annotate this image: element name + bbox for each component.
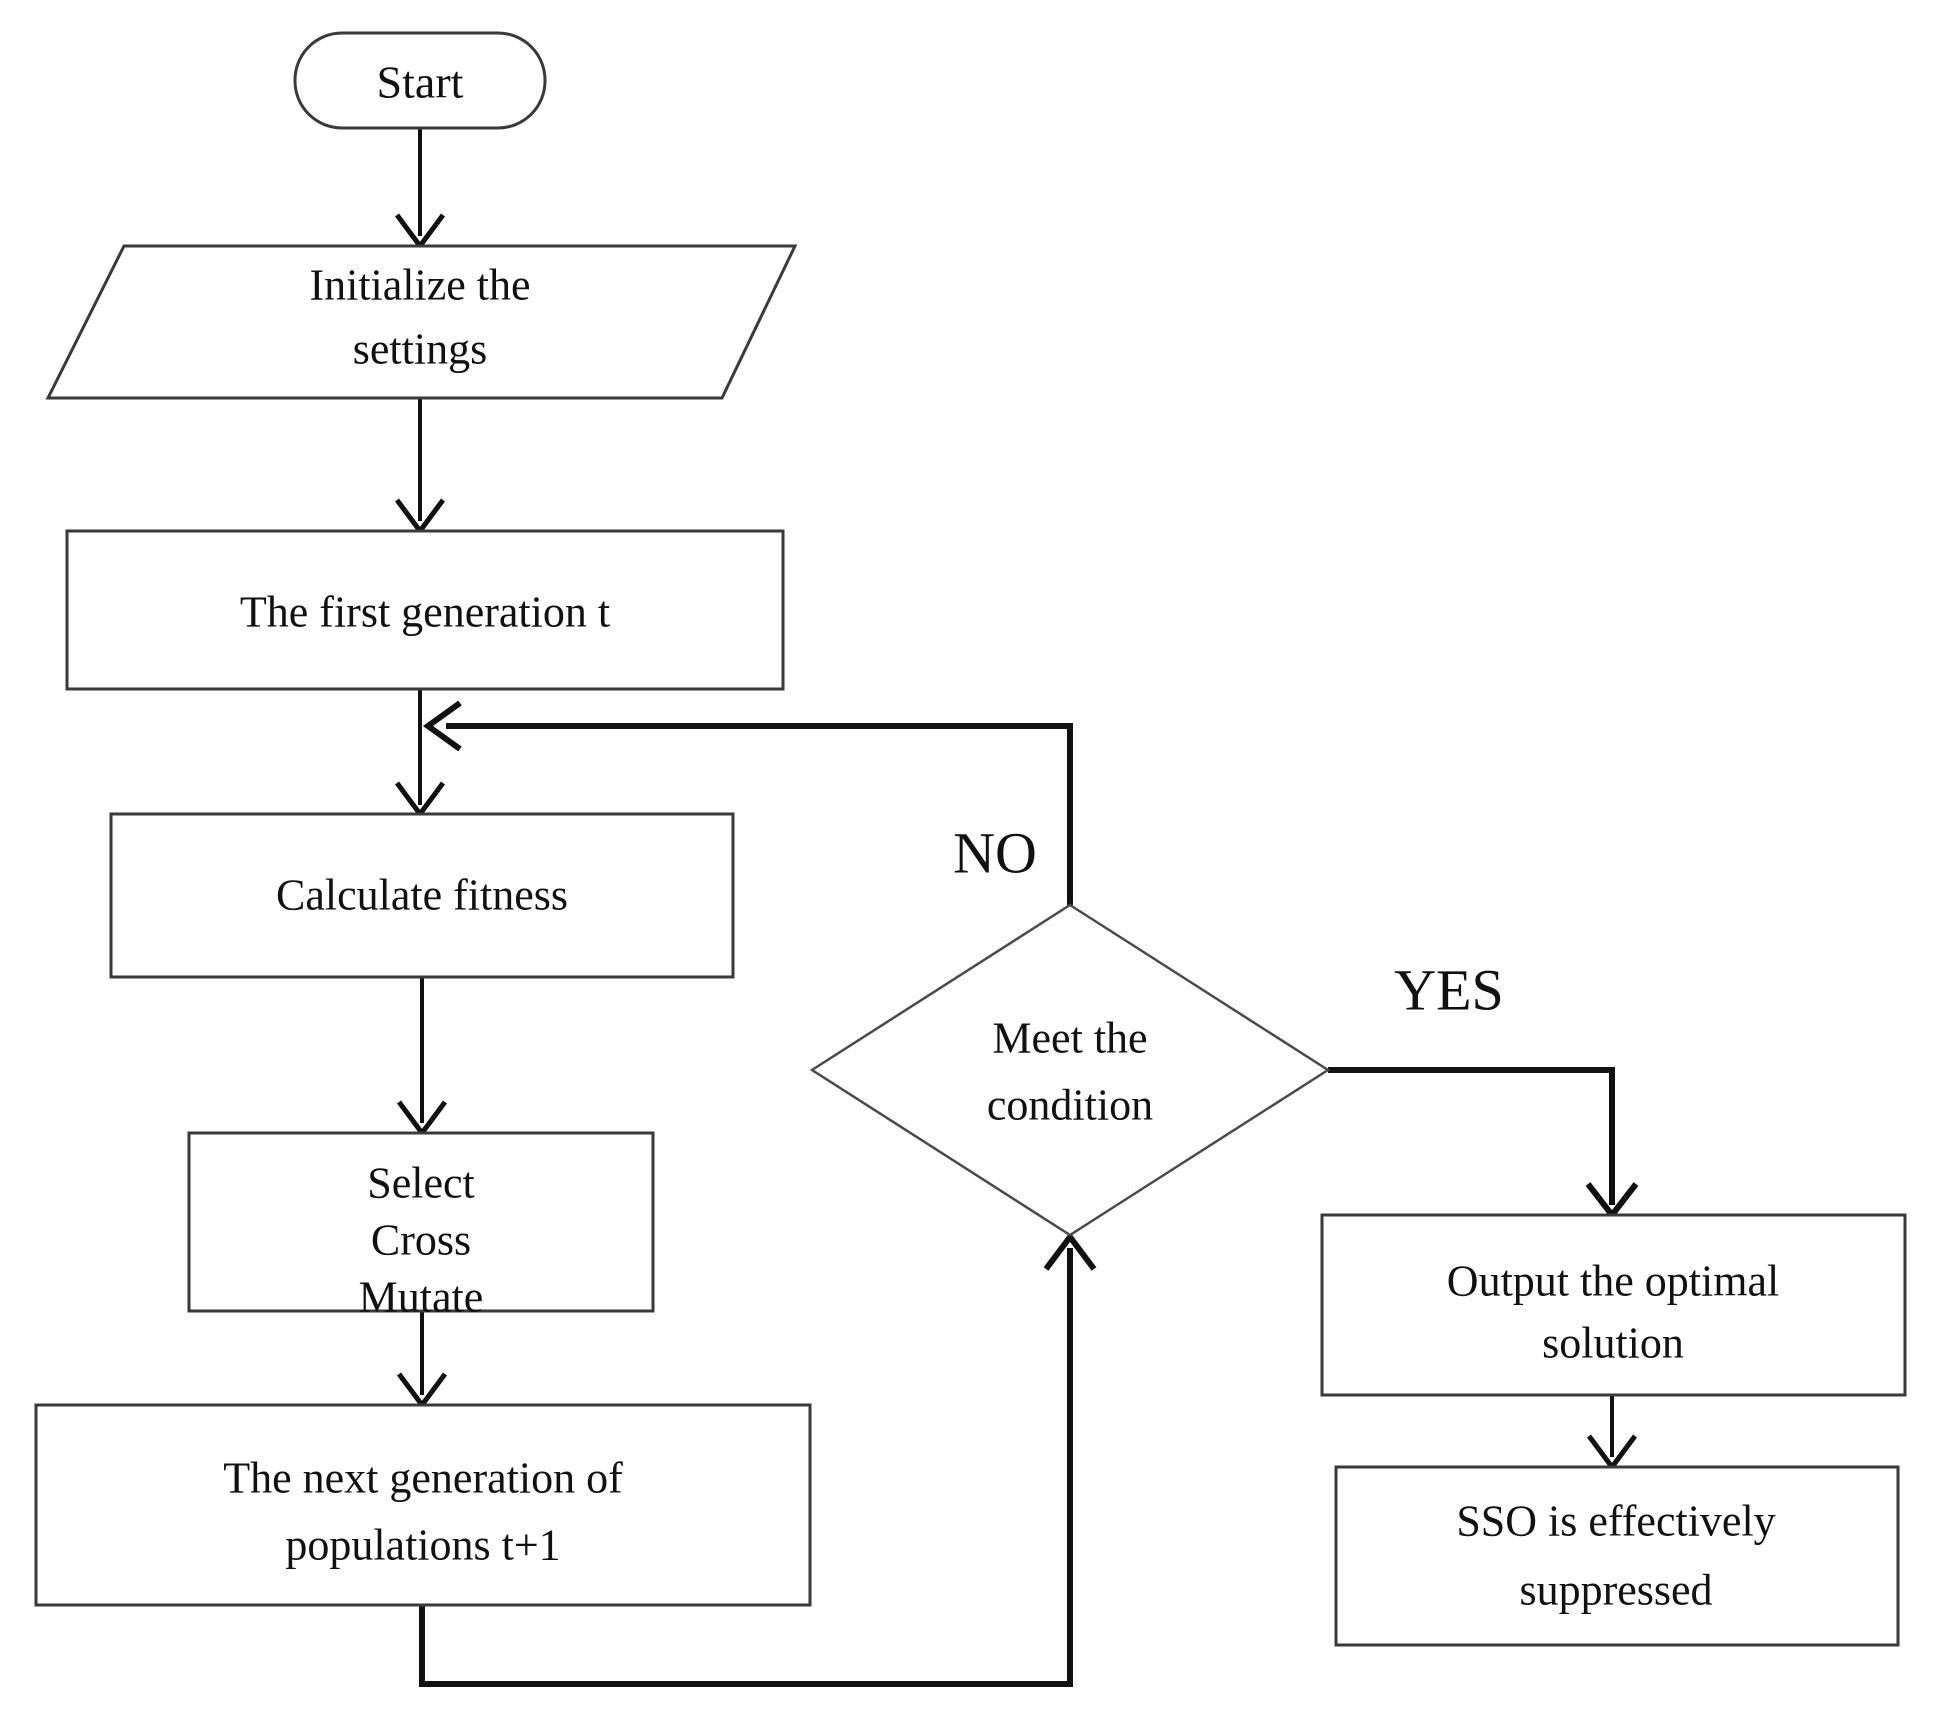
condition-label-line1: Meet the — [992, 1014, 1147, 1063]
next-generation-label-line1: The next generation of — [223, 1454, 623, 1503]
mutate-label: Mutate — [359, 1273, 484, 1322]
condition-label-line2: condition — [987, 1081, 1153, 1130]
sso-suppressed-label-line1: SSO is effectively — [1456, 1497, 1775, 1546]
edge-no-feedback — [446, 723, 1073, 905]
sso-suppressed-node — [1334, 1465, 1900, 1647]
next-generation-node — [34, 1403, 812, 1607]
output-solution-label-line1: Output the optimal — [1447, 1257, 1779, 1306]
initialize-settings-label-line1: Initialize the — [309, 261, 530, 310]
yes-branch-label: YES — [1394, 958, 1504, 1023]
start-label: Start — [377, 57, 464, 108]
sso-suppressed-label-line2: suppressed — [1519, 1566, 1712, 1615]
condition-node — [809, 903, 1331, 1237]
next-generation-label-line2: populations t+1 — [285, 1521, 560, 1570]
no-branch-label: NO — [953, 821, 1037, 886]
edge-yes-output — [1328, 1067, 1615, 1205]
cross-label: Cross — [371, 1216, 471, 1265]
select-label: Select — [367, 1159, 475, 1208]
output-solution-label-line2: solution — [1542, 1319, 1684, 1368]
initialize-settings-node — [45, 244, 798, 400]
start-node — [293, 31, 547, 130]
arrowhead-up-condition-icon — [1043, 1232, 1097, 1271]
first-generation-label: The first generation t — [240, 588, 610, 637]
select-cross-mutate-node — [187, 1131, 655, 1313]
arrowhead-left-junction-icon — [422, 700, 462, 752]
output-solution-node — [1320, 1213, 1907, 1397]
initialize-settings-label-line2: settings — [353, 325, 487, 374]
edge-loop-to-condition — [419, 1248, 1073, 1687]
calculate-fitness-node — [109, 812, 735, 979]
first-generation-node — [65, 529, 785, 691]
calculate-fitness-label: Calculate fitness — [276, 871, 568, 920]
